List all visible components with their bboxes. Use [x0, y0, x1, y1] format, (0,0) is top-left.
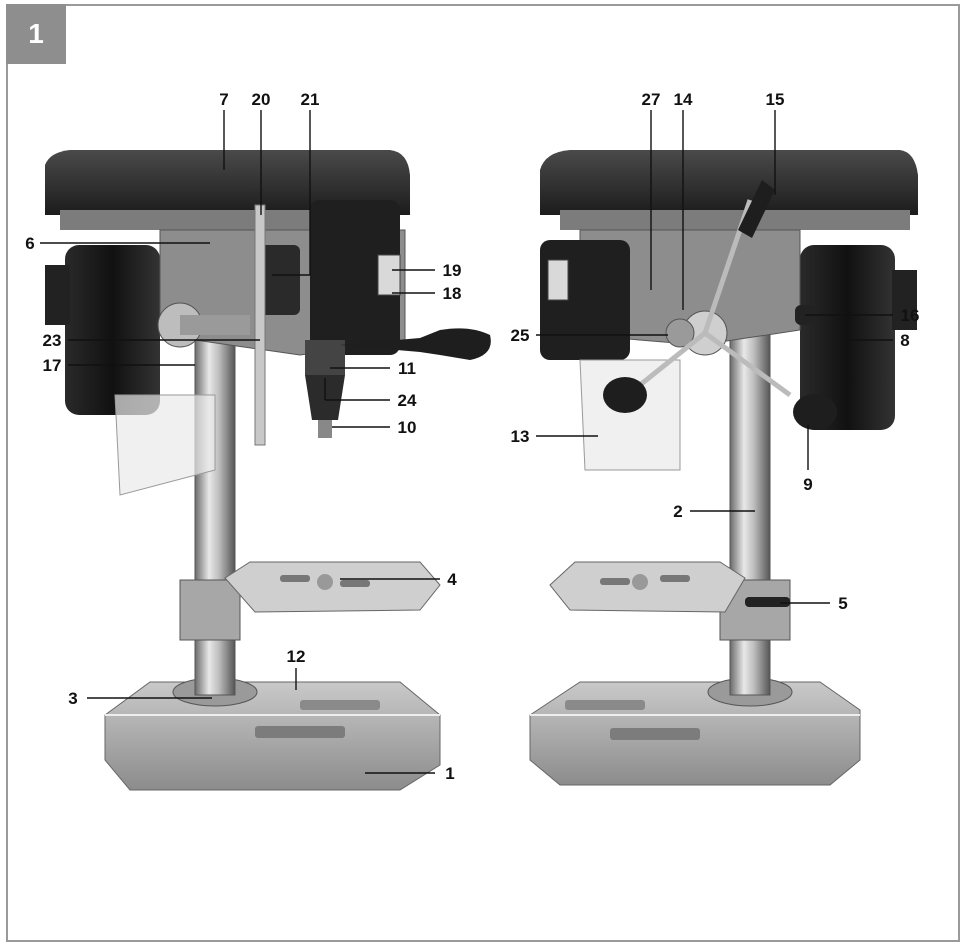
table-hole: [317, 574, 333, 590]
callout-6: 6: [25, 234, 34, 253]
chuck-guard: [579, 359, 681, 471]
callout-1: 1: [445, 764, 454, 783]
table-slot: [660, 575, 690, 582]
figure-number: 1: [28, 18, 44, 49]
callout-19: 19: [443, 261, 462, 280]
depth-scale-rod: [254, 204, 266, 446]
callout-8: 8: [900, 331, 909, 350]
callout-23: 23: [43, 331, 62, 350]
callout-11: 11: [398, 359, 416, 378]
right-callouts: 27 14 15 16 25 8 13 9 2 5: [511, 90, 920, 613]
base-slot: [565, 700, 645, 710]
column-clamp: [180, 315, 250, 335]
on-off-switch: [547, 259, 569, 301]
head-band: [560, 210, 910, 230]
on-off-switch: [377, 254, 401, 296]
callout-2: 2: [673, 502, 682, 521]
callout-18: 18: [443, 284, 462, 303]
depth-stop-block: [255, 245, 300, 315]
switch-housing: [310, 200, 400, 355]
motor-right: [800, 245, 895, 430]
depth-dial: [665, 318, 695, 348]
callout-7: 7: [219, 90, 228, 109]
belt-cover-left: [45, 150, 410, 215]
base-slot: [610, 728, 700, 740]
right-drill-press: [529, 150, 918, 786]
callout-24: 24: [398, 391, 417, 410]
chuck-jaws: [318, 420, 332, 438]
callout-10: 10: [398, 418, 417, 437]
callout-25: 25: [511, 326, 530, 345]
column-right: [729, 334, 771, 696]
table-bracket: [179, 579, 241, 641]
callout-17: 17: [43, 356, 62, 375]
callout-3: 3: [68, 689, 77, 708]
feed-spoke: [703, 330, 792, 398]
work-table-left: [224, 561, 441, 613]
table-clamp-lever: [745, 597, 790, 607]
base-slot: [300, 700, 380, 710]
callout-9: 9: [803, 475, 812, 494]
callout-4: 4: [447, 570, 457, 589]
spindle: [305, 340, 345, 375]
chuck-guard: [114, 394, 216, 496]
feed-spoke: [638, 331, 707, 387]
column-left: [194, 334, 236, 696]
left-drill-press: [45, 150, 491, 791]
callout-20: 20: [252, 90, 271, 109]
feed-handle: [603, 377, 647, 413]
feed-handle: [340, 328, 491, 360]
callout-16: 16: [901, 306, 920, 325]
base-slot: [255, 726, 345, 738]
callout-5: 5: [838, 594, 847, 613]
motor-cap: [892, 270, 917, 330]
callout-21: 21: [301, 90, 320, 109]
table-slot: [600, 578, 630, 585]
belt-cover-right: [540, 150, 918, 215]
table-slot: [280, 575, 310, 582]
callout-13: 13: [511, 427, 530, 446]
table-hole: [632, 574, 648, 590]
table-bracket: [719, 579, 791, 641]
feed-handle: [793, 394, 837, 430]
figure-number-tab: 1: [6, 4, 66, 64]
figure-frame: [6, 4, 960, 942]
motor-left: [65, 245, 160, 415]
left-callouts: 7 20 21 6 19 18 23 17 11 24 10 4 12 3 1: [25, 90, 461, 783]
table-slot: [340, 580, 370, 587]
callout-14: 14: [674, 90, 693, 109]
callout-15: 15: [766, 90, 785, 109]
callout-12: 12: [287, 647, 306, 666]
callout-27: 27: [642, 90, 661, 109]
work-table-right: [549, 561, 746, 613]
motor-cap: [45, 265, 70, 325]
feed-handle: [738, 180, 775, 238]
